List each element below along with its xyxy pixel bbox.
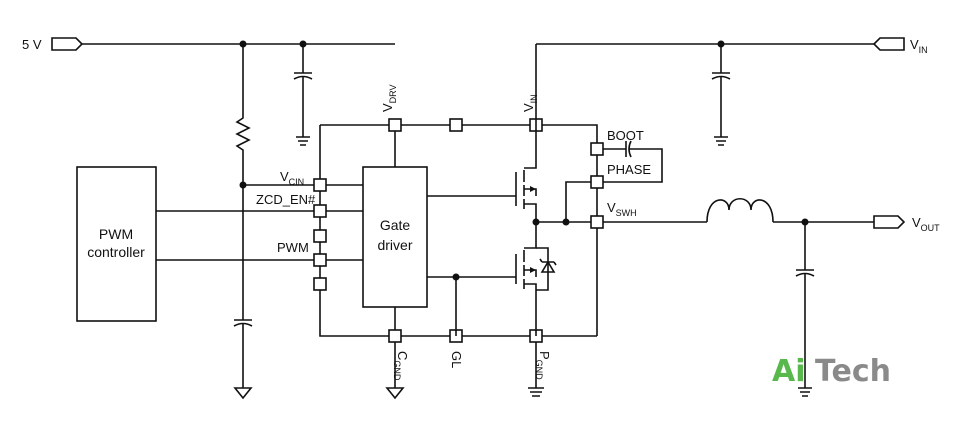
- gate-driver-label-2: driver: [377, 237, 412, 253]
- five-v-input-port: [51, 37, 84, 51]
- vout-port: [873, 215, 906, 229]
- pin-boot-label: BOOT: [607, 128, 644, 143]
- resistor-pullup: [235, 44, 251, 320]
- gate-driver-block: [362, 166, 428, 308]
- logo-tech-text: Tech: [815, 354, 891, 389]
- pin-zcd-en-label: ZCD_EN#: [256, 192, 316, 207]
- pin-nc-left-2: [313, 277, 327, 291]
- vin-port: [872, 37, 905, 51]
- gate-driver-label-1: Gate: [380, 217, 411, 233]
- pin-nc-top: [449, 118, 463, 132]
- pin-vswh: [590, 215, 604, 229]
- pin-pwm-label: PWM: [277, 240, 309, 255]
- capacitor-vin: [711, 44, 731, 137]
- ground-pgnd-icon: [528, 387, 544, 397]
- vin-rail-label: VIN: [910, 37, 928, 55]
- pwm-controller-label-2: controller: [87, 244, 145, 260]
- low-side-mosfet: [515, 222, 557, 336]
- aitech-logo: Ai Tech: [772, 354, 891, 389]
- logo-ai-text: Ai: [772, 354, 806, 389]
- ground-vin-cap-icon: [714, 136, 728, 146]
- ground-vout-cap-icon: [798, 387, 812, 397]
- pin-pgnd-label: PGND: [534, 351, 552, 380]
- capacitor-vout: [795, 222, 815, 388]
- pin-vin-label: VIN: [521, 94, 539, 112]
- pin-boot: [590, 142, 604, 156]
- ground-cgnd-icon: [385, 387, 405, 400]
- inductor-output: [706, 197, 774, 223]
- high-side-mosfet: [515, 125, 537, 222]
- ground-left-icon: [233, 387, 253, 400]
- pin-vswh-label: VSWH: [607, 200, 637, 218]
- pin-pwm: [313, 253, 327, 267]
- pin-vdrv-label: VDRV: [380, 84, 398, 112]
- pin-cgnd-label: CGND: [392, 351, 410, 381]
- pwm-controller-label-1: PWM: [99, 226, 133, 242]
- pin-gl-label: GL: [449, 351, 464, 368]
- vout-rail-label: VOUT: [912, 215, 940, 233]
- capacitor-left: [233, 319, 253, 388]
- pin-vdrv: [388, 118, 402, 132]
- pin-vcin-label: VCIN: [280, 169, 304, 187]
- five-v-label: 5 V: [22, 37, 42, 52]
- pin-nc-left-1: [313, 229, 327, 243]
- pin-cgnd: [388, 329, 402, 343]
- pin-zcd-en: [313, 204, 327, 218]
- capacitor-5v: [293, 44, 313, 137]
- capacitor-boot: [603, 140, 663, 183]
- pin-phase: [590, 175, 604, 189]
- pin-phase-label: PHASE: [607, 162, 651, 177]
- pwm-controller-block: [76, 166, 157, 322]
- pin-vcin: [313, 178, 327, 192]
- ground-5v-cap-icon: [296, 136, 310, 146]
